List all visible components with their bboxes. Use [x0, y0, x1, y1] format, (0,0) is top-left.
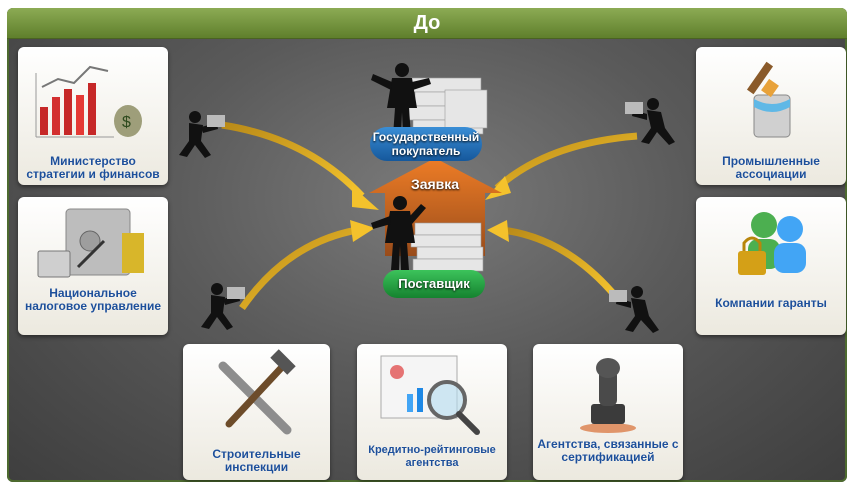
svg-text:$: $ — [122, 114, 131, 131]
people-lock-icon — [738, 212, 806, 275]
card-tax-label: Национальное налоговое управление — [24, 286, 162, 313]
card-tax: Национальное налоговое управление — [18, 197, 168, 335]
card-guarantors-label: Компании гаранты — [715, 296, 827, 310]
bar-chart-money-icon: $ — [35, 65, 142, 138]
page-title: До — [7, 8, 847, 39]
card-construction-label: Строительные инспекции — [212, 447, 301, 474]
flow-arrow-top-right — [494, 132, 638, 191]
card-industrial: Промышленные ассоциации — [696, 47, 846, 185]
supplier-label: Поставщик — [398, 276, 470, 291]
stamp-icon — [580, 358, 636, 433]
buyer-silhouette-icon — [371, 63, 431, 136]
flow-arrow-bottom-left — [239, 226, 358, 310]
flow-arrow-bottom-right — [501, 226, 620, 301]
buyer-pill: Государственный покупатель — [370, 127, 482, 161]
report-magnifier-icon — [380, 355, 480, 435]
supplier-silhouette-icon — [371, 196, 426, 270]
safe-calculator-icon — [37, 208, 144, 278]
runner-icon — [609, 286, 659, 333]
document-stack-bottom — [410, 222, 484, 272]
diagram-frame: До — [7, 8, 847, 482]
card-industrial-label: Промышленные ассоциации — [722, 154, 820, 181]
card-construction: Строительные инспекции — [183, 344, 330, 480]
flow-arrow-head — [487, 220, 509, 242]
buyer-label: Государственный покупатель — [372, 130, 480, 158]
runner-icon — [625, 98, 675, 145]
runner-icon — [179, 111, 225, 158]
flow-arrow-top-left — [221, 121, 365, 199]
flow-arrow-head — [352, 186, 379, 210]
flow-arrow-head — [350, 220, 375, 242]
card-ministry-label: Министерство стратегии и финансов — [26, 154, 160, 181]
paint-bucket-icon — [746, 61, 791, 138]
card-credit-label: Кредитно-рейтинговые агентства — [368, 444, 496, 469]
supplier-pill: Поставщик — [383, 270, 485, 298]
card-credit: Кредитно-рейтинговые агентства — [357, 344, 507, 480]
card-certification-label: Агентства, связанные с сертификацией — [537, 437, 679, 464]
hammer-wrench-icon — [218, 349, 296, 435]
card-ministry: $ Министерство стратегии и финансов — [18, 47, 168, 185]
runner-icon — [201, 283, 245, 330]
request-label: Заявка — [410, 176, 460, 192]
flow-arrow-head — [485, 176, 511, 200]
card-certification: Агентства, связанные с сертификацией — [533, 344, 683, 480]
card-guarantors: Компании гаранты — [696, 197, 846, 335]
diagram-graphics — [179, 63, 675, 333]
